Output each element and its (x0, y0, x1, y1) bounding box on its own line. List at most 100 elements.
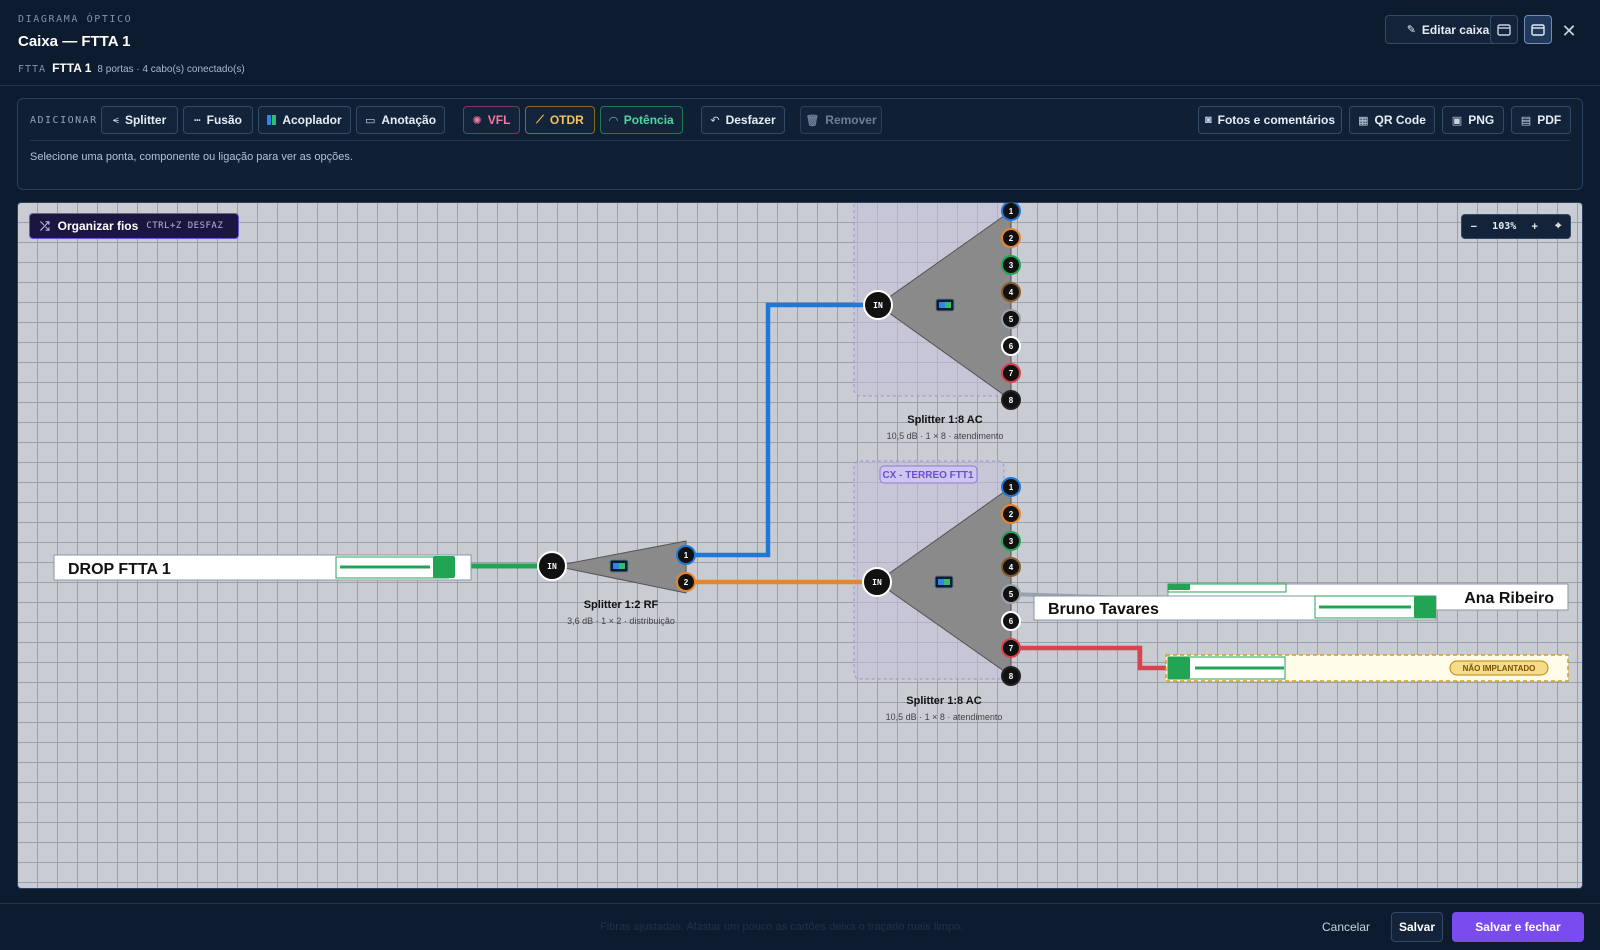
camera-icon: ◙ (1204, 114, 1212, 126)
organize-fibers-button[interactable]: ⤮ Organizar fios CTRL+Z DESFAZ (29, 213, 239, 239)
undo-button[interactable]: ↶Desfazer (701, 106, 785, 134)
photos-comments-button[interactable]: ◙Fotos e comentários (1198, 106, 1342, 134)
otdr-button[interactable]: ⟋OTDR (525, 106, 595, 134)
splitter-rf-port-2[interactable] (676, 572, 696, 592)
cable-ana-name: Ana Ribeiro (1464, 590, 1554, 607)
edit-box-label: Editar caixa (1421, 22, 1490, 37)
splitter-top-port-8-label: 8 (1009, 396, 1014, 405)
vfl-button[interactable]: ✺ VFL (463, 106, 520, 134)
save-button[interactable]: Salvar (1391, 912, 1443, 942)
splitter-top-port-5[interactable] (1001, 309, 1021, 329)
box-subline: FTTA FTTA 1 8 portas · 4 cabo(s) conecta… (18, 61, 245, 75)
file-icon: ▤ (1520, 114, 1532, 127)
splitter-bottom-port-7[interactable] (1001, 638, 1021, 658)
cancel-button[interactable]: Cancelar (1321, 920, 1371, 934)
splitter-top-input[interactable] (863, 290, 893, 320)
splitter-top-in-label: IN (873, 301, 883, 310)
cable-planned-fiber-end[interactable] (1168, 657, 1190, 679)
splitter-top-port-3-label: 3 (1009, 261, 1014, 270)
zoom-in-button[interactable]: + (1531, 220, 1538, 233)
splitter-top-info: 10,5 dB · 1 × 8 · atendimento (887, 431, 1004, 441)
remove-button[interactable]: 🗑Remover (800, 106, 882, 134)
window-restore-button[interactable] (1490, 15, 1518, 44)
add-annotation-label: Anotação (381, 113, 437, 127)
splitter-rf-badge-green (619, 563, 625, 569)
image-icon: ▣ (1451, 114, 1463, 127)
vfl-label: VFL (487, 113, 511, 127)
pencil-icon: ✎ (1406, 24, 1416, 36)
splitter-top-port-4[interactable] (1001, 282, 1021, 302)
window-maximize-button[interactable] (1524, 15, 1552, 44)
cable-bruno-fiber-end[interactable] (1414, 596, 1436, 618)
splitter-top-port-6[interactable] (1001, 336, 1021, 356)
dialog-footer: Fibras ajustadas. Afastar um pouco as ca… (0, 903, 1600, 950)
splitter-rf-port-1[interactable] (676, 545, 696, 565)
splitter-top-port-1[interactable] (1001, 203, 1021, 221)
cable-drop-fiber-end[interactable] (433, 556, 455, 578)
vfl-icon: ✺ (472, 114, 482, 127)
save-and-close-button[interactable]: Salvar e fechar (1452, 912, 1584, 942)
export-png-button[interactable]: ▣ PNG (1442, 106, 1504, 134)
add-coupler-label: Acoplador (282, 113, 342, 127)
add-annotation-button[interactable]: ▭Anotação (356, 106, 445, 134)
splitter-top-badge-green (945, 302, 951, 308)
organize-shortcut: CTRL+Z DESFAZ (146, 221, 224, 231)
splitter-rf-port-1-label: 1 (684, 551, 689, 560)
add-coupler-button[interactable]: Acoplador (258, 106, 351, 134)
fiber-red[interactable] (1009, 645, 1166, 671)
fiber-diagram[interactable]: CX - TERREO FTT1 IN 1 2 Splitter 1:2 RF … (18, 203, 1583, 889)
splitter-bottom-port-4[interactable] (1001, 557, 1021, 577)
splitter-bottom-badge-green (944, 579, 950, 585)
cable-bruno-name: Bruno Tavares (1048, 601, 1159, 618)
qr-code-label: QR Code (1374, 113, 1426, 127)
diagram-canvas[interactable]: CX - TERREO FTT1 IN 1 2 Splitter 1:2 RF … (17, 202, 1583, 889)
splitter-rf-input[interactable] (537, 551, 567, 581)
footer-hint: Fibras ajustadas. Afastar um pouco as ca… (600, 921, 964, 933)
splitter-top-port-4-label: 4 (1009, 288, 1014, 297)
zoom-out-button[interactable]: − (1470, 220, 1477, 233)
dialog-header: DIAGRAMA ÓPTICO Caixa — FTTA 1 FTTA FTTA… (0, 0, 1600, 86)
splitter-top-port-2[interactable] (1001, 228, 1021, 248)
add-splitter-button[interactable]: ⪪Splitter (101, 106, 178, 134)
splitter-bottom-port-8[interactable] (1001, 666, 1021, 686)
splitter-bottom-port-6-label: 6 (1009, 617, 1014, 626)
splitter-icon: ⪪ (112, 113, 119, 126)
toolbar-divider (30, 140, 1570, 141)
power-button[interactable]: ◠Potência (600, 106, 683, 134)
undo-icon: ↶ (710, 114, 720, 127)
splitter-rf-badge-blue (613, 563, 619, 569)
splitter-bottom-badge-blue (938, 579, 944, 585)
zoom-fit-icon[interactable]: ⌖ (1555, 220, 1562, 232)
power-label: Potência (623, 113, 674, 127)
splitter-bottom-port-6[interactable] (1001, 611, 1021, 631)
window-maximize-icon (1531, 23, 1545, 36)
splitter-bottom-port-7-label: 7 (1009, 644, 1014, 653)
editor-toolbar: ADICIONAR ⪪Splitter ┅Fusão Acoplador ▭An… (17, 98, 1583, 190)
splitter-rf-in-label: IN (547, 562, 557, 571)
box-type-tag: FTTA (18, 64, 47, 75)
splitter-bottom-port-8-label: 8 (1009, 672, 1014, 681)
close-icon[interactable]: ✕ (1561, 21, 1577, 41)
splitter-bottom-port-3-label: 3 (1009, 537, 1014, 546)
splitter-bottom-in-label: IN (872, 578, 882, 587)
splitter-rf-title: Splitter 1:2 RF (584, 599, 659, 611)
export-pdf-button[interactable]: ▤PDF (1511, 106, 1571, 134)
fiber-blue[interactable] (686, 302, 874, 558)
remove-label: Remover (825, 113, 877, 127)
splitter-bottom-port-3[interactable] (1001, 531, 1021, 551)
splitter-bottom-ports: 1 2 3 4 5 6 7 8 (1001, 477, 1021, 686)
zoom-level: 103% (1492, 221, 1517, 232)
splitter-top-port-7[interactable] (1001, 363, 1021, 383)
splitter-top-port-3[interactable] (1001, 255, 1021, 275)
splitter-bottom-port-5[interactable] (1001, 584, 1021, 604)
splitter-top-port-8[interactable] (1001, 390, 1021, 410)
splitter-bottom-port-1[interactable] (1001, 477, 1021, 497)
splitter-top-badge-blue (939, 302, 945, 308)
splitter-top-port-1-label: 1 (1009, 207, 1014, 216)
status-badge (1449, 660, 1549, 676)
add-fusion-button[interactable]: ┅Fusão (183, 106, 253, 134)
splitter-bottom-port-2[interactable] (1001, 504, 1021, 524)
qr-code-button[interactable]: ▦QR Code (1349, 106, 1435, 134)
export-png-label: PNG (1468, 113, 1495, 127)
splitter-bottom-input[interactable] (862, 567, 892, 597)
